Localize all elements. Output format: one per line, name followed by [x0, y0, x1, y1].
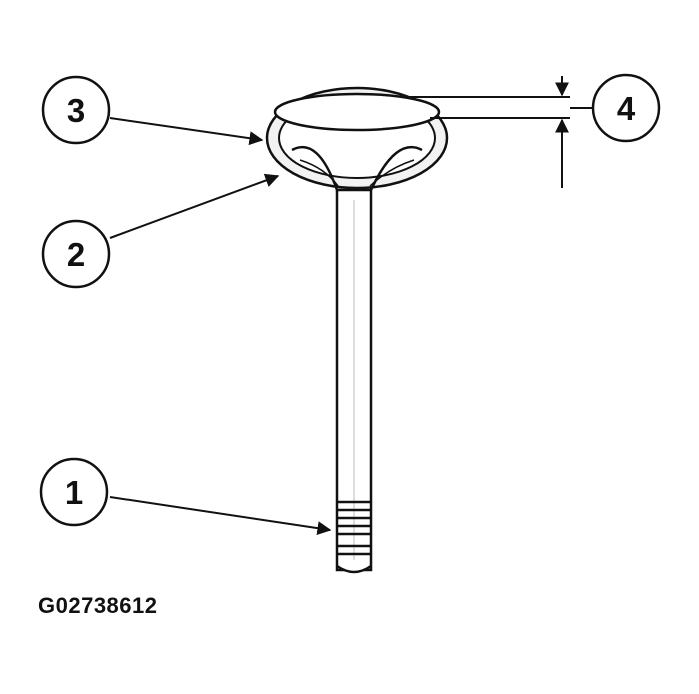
margin-dimension [405, 76, 570, 188]
callout-4-label: 4 [617, 90, 636, 127]
callout-2: 2 [41, 219, 111, 289]
callout-3: 3 [41, 75, 111, 145]
callout-3-label: 3 [67, 92, 85, 129]
callout-4: 4 [591, 73, 661, 143]
leader-1 [109, 496, 332, 536]
figure-code: G02738612 [38, 593, 158, 618]
valve-stem [335, 188, 373, 574]
keeper-grooves [337, 500, 371, 556]
valve-head [265, 86, 449, 191]
callout-1-label: 1 [65, 474, 83, 511]
callout-2-label: 2 [67, 236, 85, 273]
callout-leaders [109, 107, 595, 536]
leader-3 [109, 117, 264, 146]
callout-1: 1 [39, 457, 109, 527]
leader-2 [109, 173, 280, 239]
